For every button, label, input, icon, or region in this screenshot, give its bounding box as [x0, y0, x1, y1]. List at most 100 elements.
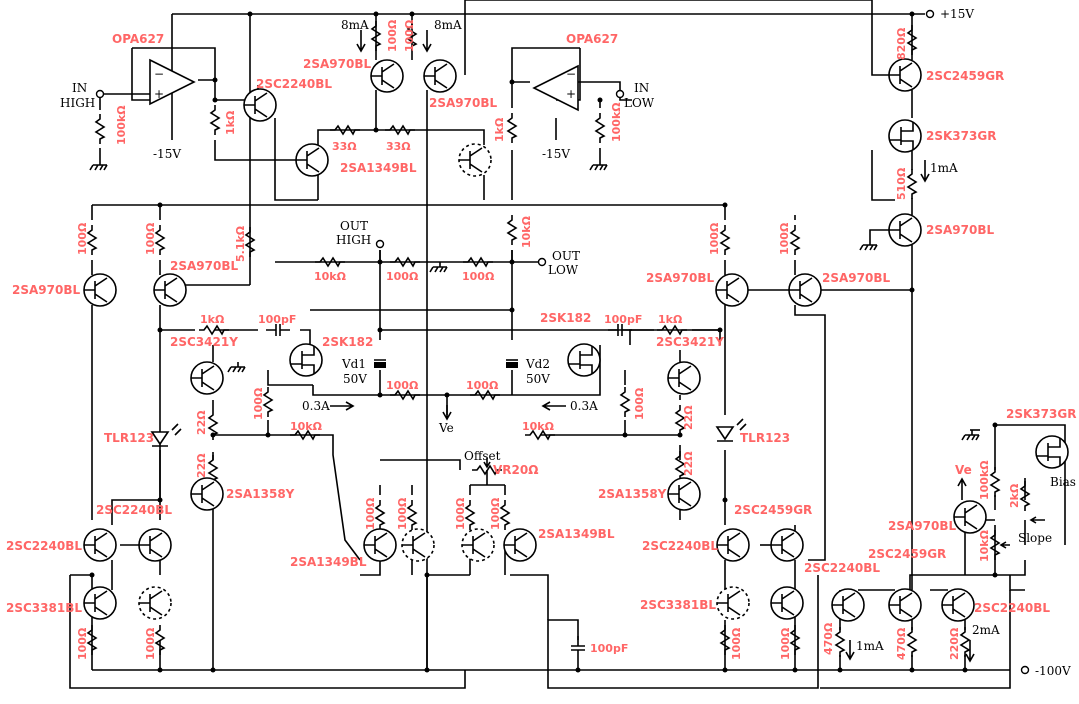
resistor-10k-out-low — [507, 214, 517, 246]
part-2sa1349bl-l: 2SA1349BL — [290, 555, 367, 569]
bias-label: Bias — [1050, 475, 1076, 489]
part-2sa970bl-bias: 2SA970BL — [888, 519, 956, 533]
vd1-label-1: Vd1 — [341, 357, 366, 371]
resistor-100-vd-r — [469, 390, 501, 400]
value-22-r2: 22Ω — [682, 451, 695, 476]
node-ve-top-label: Ve — [955, 463, 972, 477]
port-in-low-label-1: IN — [634, 81, 649, 95]
value-820: 820Ω — [895, 27, 908, 60]
led-tlr123-left — [150, 423, 182, 447]
transistor-2sa1349bl-r-a — [461, 528, 495, 562]
resistor-2k-bias — [1020, 480, 1030, 512]
part-2sa1349bl-top: 2SA1349BL — [340, 161, 417, 175]
part-2sc2459gr-r2: 2SC2459GR — [868, 547, 946, 561]
part-2sc2240bl-r1: 2SC2240BL — [642, 539, 718, 553]
transistor-2sc3381bl-l-a — [83, 586, 117, 620]
value-100-gate-right: 100Ω — [633, 387, 646, 420]
offset-label: Offset — [464, 449, 501, 463]
resistor-100-src-l2 — [155, 624, 165, 656]
part-2sa970bl-top-l: 2SA970BL — [303, 57, 371, 71]
vd2-label-1: Vd2 — [525, 357, 550, 371]
part-2sc2459gr-top: 2SC2459GR — [926, 69, 1004, 83]
resistor-100-out-high — [389, 257, 421, 267]
svg-text:−: − — [154, 67, 164, 81]
resistor-100k-in-high — [95, 113, 105, 145]
svg-text:−: − — [566, 67, 576, 81]
part-2sc3381bl-r: 2SC3381BL — [640, 598, 716, 612]
vd2-label-2: 50V — [526, 372, 550, 386]
value-1k-opa-left: 1kΩ — [224, 110, 237, 135]
transistor-2sa970bl-rc — [888, 213, 922, 247]
svg-text:+: + — [154, 87, 164, 101]
value-22-l1: 22Ω — [195, 410, 208, 435]
port-out-low-label-2: LOW — [548, 263, 579, 277]
current-8ma-b: 8mA — [434, 18, 462, 32]
value-470-a: 470Ω — [822, 622, 835, 655]
resistor-100k-in-low — [595, 112, 605, 144]
slope-label: Slope — [1018, 531, 1052, 545]
current-1ma-a: 1mA — [930, 161, 958, 175]
transistor-2sa1358y-l — [190, 477, 224, 511]
value-22-r1: 22Ω — [682, 405, 695, 430]
resistor-10k-out-high — [314, 257, 346, 267]
part-opa627-left: OPA627 — [112, 32, 164, 46]
resistor-510 — [907, 168, 917, 200]
value-10k-slope: 10kΩ — [978, 529, 991, 562]
transistor-2sc3381bl-r-b — [770, 586, 804, 620]
battery-vd1 — [374, 359, 386, 368]
value-100-l1: 100Ω — [76, 222, 89, 255]
port-out-low — [537, 257, 547, 267]
current-1ma-b: 1mA — [856, 639, 884, 653]
transistor-2sc2459gr-r1 — [770, 528, 804, 562]
value-1k-opa-right: 1kΩ — [493, 117, 506, 142]
ground-symbol-bias — [961, 429, 980, 441]
resistor-1k-opa-l — [210, 104, 220, 136]
current-0-3a-a: 0.3A — [302, 399, 330, 413]
port-in-low — [615, 89, 625, 99]
port-in-high — [95, 89, 105, 99]
value-33-a: 33Ω — [332, 140, 357, 153]
part-2sc2240bl-l1: 2SC2240BL — [96, 503, 172, 517]
value-10k-fb-left: 10kΩ — [290, 420, 323, 433]
port-out-low-label-1: OUT — [552, 249, 580, 263]
part-2sa1358y-l: 2SA1358Y — [226, 487, 295, 501]
resistor-100-src-l1 — [87, 624, 97, 656]
part-2sa970bl-top-r: 2SA970BL — [429, 96, 497, 110]
value-510: 510Ω — [895, 167, 908, 200]
part-2sc2240bl-r2: 2SC2240BL — [804, 561, 880, 575]
part-2sa970bl-r1: 2SA970BL — [646, 271, 714, 285]
ground-symbol-sc3421-l — [227, 361, 246, 373]
value-22-l2: 22Ω — [195, 453, 208, 478]
value-220: 220Ω — [948, 627, 961, 660]
part-2sk373gr-bias: 2SK373GR — [1006, 407, 1076, 421]
part-2sk182-l: 2SK182 — [322, 335, 373, 349]
port-in-high-label-2: HIGH — [60, 96, 95, 110]
neg15-label-b: -15V — [542, 147, 570, 161]
value-100pf-left: 100pF — [258, 313, 296, 326]
transistor-2sa1349bl-r-b — [503, 528, 537, 562]
part-tlr123-right: TLR123 — [740, 431, 790, 445]
value-100-src-l2: 100Ω — [144, 627, 157, 660]
resistor-470-a — [835, 626, 845, 658]
current-0-3a-b: 0.3A — [570, 399, 598, 413]
value-100-src-r1: 100Ω — [730, 627, 743, 660]
transistor-2sc3381bl-r-a — [716, 586, 750, 620]
resistor-100-l2 — [155, 224, 165, 256]
resistor-100-8ma-a — [371, 20, 381, 52]
capacitor-100pf-bottom — [570, 635, 586, 661]
value-100k-bias: 100kΩ — [978, 460, 991, 500]
transistor-2sk182-l — [289, 343, 323, 377]
value-100-r1: 100Ω — [708, 222, 721, 255]
transistor-2sc2240bl-r3 — [941, 588, 975, 622]
part-2sc2459gr-r1: 2SC2459GR — [734, 503, 812, 517]
svg-text:+: + — [566, 87, 576, 101]
transistor-2sc2240bl-l1 — [83, 528, 117, 562]
value-1k-left: 1kΩ — [200, 313, 225, 326]
led-tlr123-right — [715, 418, 747, 442]
value-100pf-right: 100pF — [604, 313, 642, 326]
value-100-out-high: 100Ω — [386, 270, 419, 283]
value-470-b: 470Ω — [895, 627, 908, 660]
transistor-2sa970bl-top-r — [423, 59, 457, 93]
part-2sk182-r: 2SK182 — [540, 311, 591, 325]
